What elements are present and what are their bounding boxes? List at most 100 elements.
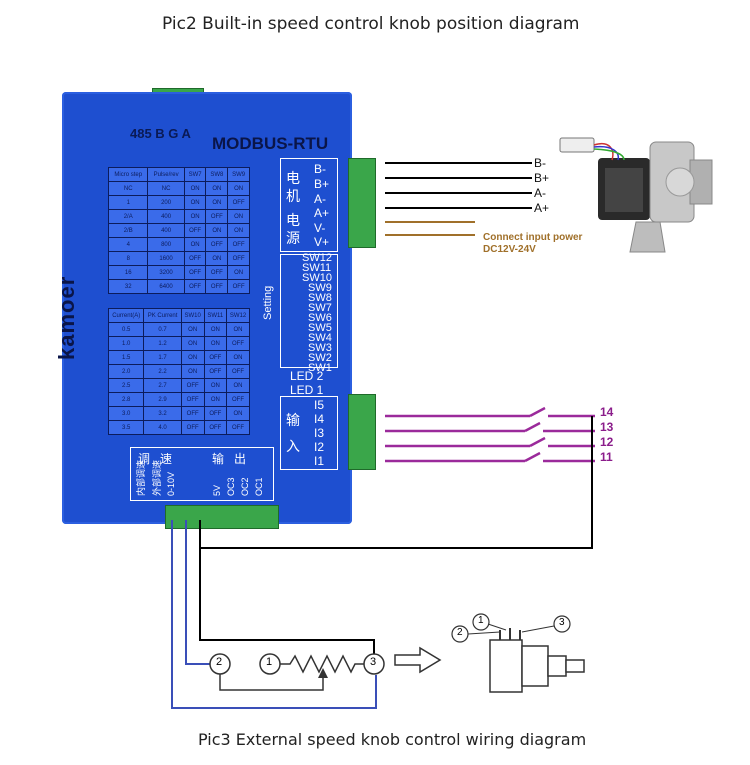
motor-wire-label: A- — [534, 186, 546, 200]
pin-circle-3 — [553, 615, 571, 633]
wiper-wire — [219, 674, 324, 691]
table-cell: 6400 — [147, 279, 185, 294]
switch-label: SW6 — [308, 312, 332, 324]
motor-wire-label: A+ — [534, 201, 550, 215]
model-label: 485 B G A — [130, 126, 191, 141]
bottom-frame — [130, 447, 274, 501]
motor-power-frame — [280, 158, 338, 252]
switch-label: SW7 — [308, 302, 332, 314]
switch-label: SW10 — [302, 272, 332, 284]
pin-label: 3 — [559, 617, 565, 628]
pin-label: 2 — [216, 656, 223, 668]
motor-wire-label: B- — [534, 156, 546, 170]
input-terminal-label: I4 — [314, 412, 325, 426]
terminal-label: B+ — [314, 177, 330, 191]
pot-body — [489, 639, 523, 693]
input-number-label: 12 — [600, 435, 614, 449]
input-frame — [280, 396, 338, 470]
table-header: SW9 — [227, 167, 250, 182]
switch-label: SW8 — [308, 292, 332, 304]
table-cell: 1.0 — [107, 336, 145, 351]
input-wires — [385, 406, 595, 463]
table-cell: ON — [227, 265, 250, 280]
current-table: Current(A) PK Current SW10 SW11 SW12 0.5… — [107, 308, 250, 435]
leader-line — [487, 623, 507, 631]
current-header-row: Current(A) PK Current SW10 SW11 SW12 — [107, 308, 250, 323]
output-cn-label: 输出 — [212, 452, 257, 466]
table-cell: OFF — [205, 279, 229, 294]
terminal-label: V+ — [314, 235, 330, 249]
table-header: SW12 — [226, 308, 250, 323]
switch-label: SW1 — [308, 362, 332, 374]
motor-wire-label: B+ — [534, 171, 550, 185]
terminal-label: A+ — [314, 206, 330, 220]
leader-line — [521, 625, 555, 633]
table-cell: OFF — [226, 420, 250, 435]
right-arrow-icon — [394, 646, 442, 674]
resistor-icon — [280, 654, 364, 674]
bottom-terminal-block — [165, 505, 279, 529]
top-caption: Pic2 Built-in speed control knob positio… — [162, 14, 580, 34]
input-terminal-label: I3 — [314, 426, 325, 440]
driver-board: 485 B G A MODBUS-RTU kamoer Micro step P… — [54, 92, 352, 524]
table-cell: OFF — [203, 420, 228, 435]
power-note-line2: DC12V-24V — [483, 244, 536, 255]
pot-shaft-base — [547, 655, 567, 677]
pin-label: 3 — [370, 656, 377, 668]
terminal-label: V- — [314, 221, 326, 235]
knob-wire-2 — [185, 520, 210, 665]
switch-label: SW4 — [308, 332, 332, 344]
power-cn-label: 电源 — [286, 213, 300, 247]
table-cell: 32 — [107, 279, 149, 294]
bottom-caption: Pic3 External speed knob control wiring … — [198, 730, 587, 749]
table-cell: 1.7 — [143, 350, 182, 365]
knob-wire-1 — [171, 520, 377, 709]
table-cell: 3.5 — [107, 420, 145, 435]
switch-label: SW9 — [308, 282, 332, 294]
table-cell: ON — [203, 322, 228, 337]
input-terminal-label: I5 — [314, 398, 325, 412]
switch-label: SW12 — [302, 252, 332, 264]
leader-line — [467, 631, 501, 635]
table-cell: OFF — [227, 279, 250, 294]
speed-cn-label: 调速 — [138, 452, 183, 466]
switch-label: SW5 — [308, 322, 332, 334]
motor-cn-label: 电机 — [286, 171, 300, 205]
protocol-label: MODBUS-RTU — [212, 134, 329, 153]
switch-label: SW2 — [308, 352, 332, 364]
motor-power-terminal-block — [348, 158, 376, 248]
input-number-label: 11 — [600, 450, 613, 464]
switch-label: SW11 — [302, 262, 332, 274]
pin-circle-1 — [472, 613, 490, 631]
led-label: LED 2 — [290, 369, 324, 383]
pot-shaft — [565, 659, 585, 673]
input-terminal-label: I1 — [314, 454, 325, 468]
setting-frame — [280, 254, 338, 368]
pin-label: 1 — [478, 615, 484, 626]
pump-motor-image — [559, 137, 713, 253]
table-cell: 4.0 — [143, 420, 182, 435]
input-terminal-label: I2 — [314, 440, 325, 454]
led-label: LED 1 — [290, 383, 324, 397]
input-cn-label: 输入 — [286, 413, 300, 455]
input-number-label: 13 — [600, 420, 614, 434]
switch-label: SW3 — [308, 342, 332, 354]
power-note-line1: Connect input power — [483, 232, 583, 243]
table-cell: ON — [226, 378, 250, 393]
pot-housing — [521, 645, 549, 687]
pin-label: 1 — [266, 656, 273, 668]
terminal-label: B- — [314, 162, 326, 176]
terminal-label: A- — [314, 192, 326, 206]
